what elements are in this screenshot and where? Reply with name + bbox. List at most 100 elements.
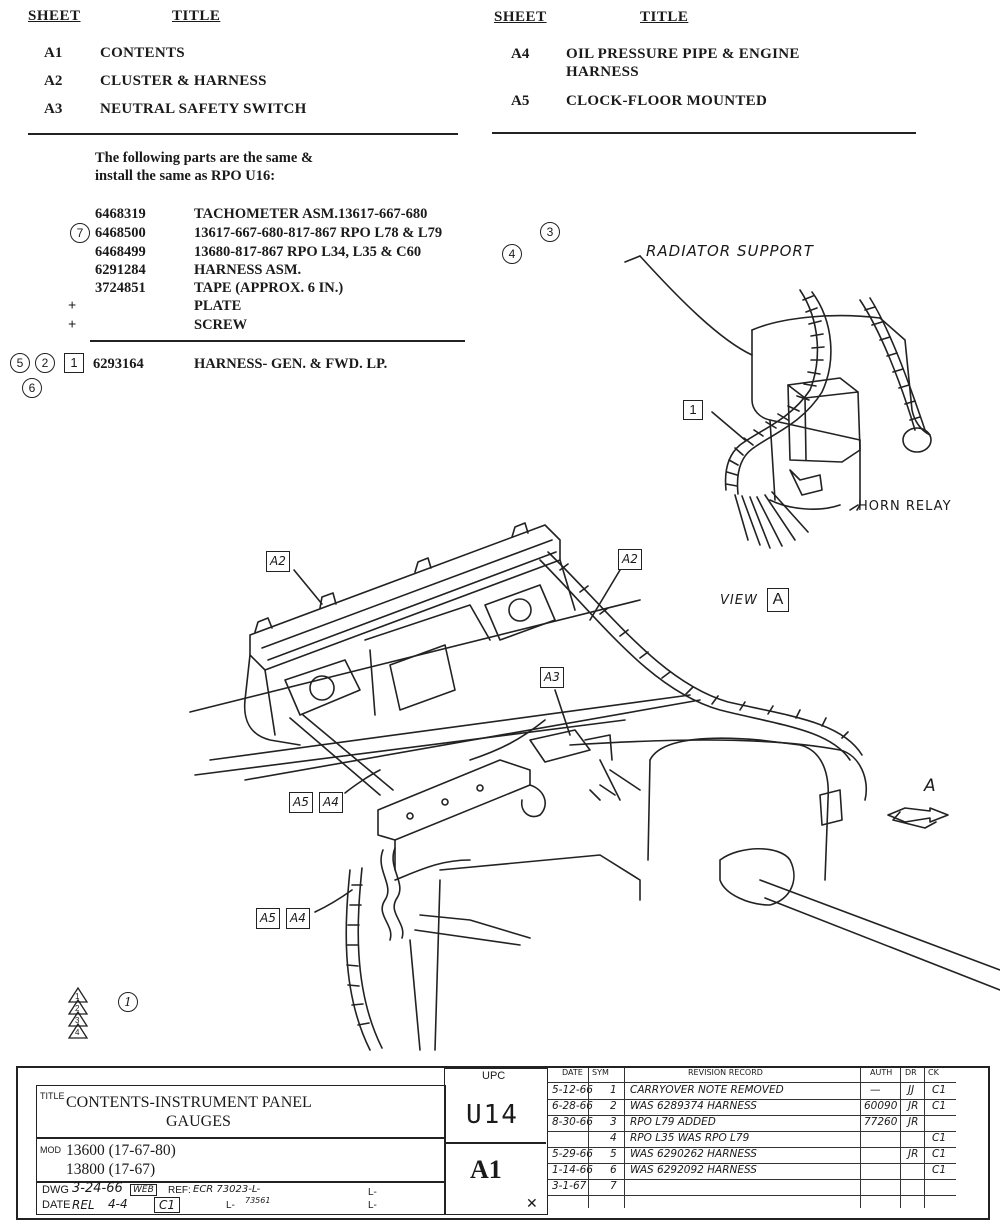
revision-row: 3-1-67 7 [548,1180,956,1196]
part-description: PLATE [194,298,242,314]
part-number: + [68,317,77,333]
part-description: HARNESS ASM. [194,262,302,278]
rev-col-divider [624,1068,625,1208]
legend-triangle-label: 3 [75,1016,80,1025]
revision-marker-circle: 6 [22,378,42,398]
rev-col-divider [588,1068,589,1208]
ref-l-field: L- [368,1187,377,1198]
rev-header-auth: AUTH [870,1068,893,1077]
steering-column [647,737,1000,991]
part-description: 13617-667-680-817-867 RPO L78 & L79 [194,225,443,241]
part-number: 3724851 [95,280,146,296]
neutral-switch-area [529,729,641,801]
cross-mark: ✕ [526,1197,538,1212]
clock-bracket [345,759,641,1051]
contents-title-a4: OIL PRESSURE PIPE & ENGINE [566,46,800,62]
rel-c: C1 [154,1197,181,1213]
ref-l-field: L- [368,1200,377,1211]
legend-triangle-label: 1 [75,992,80,1001]
sheet-header-right: SHEET [494,9,547,25]
radiator-support-label: RADIATOR SUPPORT [646,242,814,260]
title-header-left: TITLE [172,8,221,24]
part-description: SCREW [194,317,248,333]
part-number: 6468499 [95,244,146,260]
part-number: 6293164 [93,356,144,372]
instrument-cluster [243,522,576,746]
dwg-date: 3-24-66 [72,1181,123,1196]
view-letter-box: A [767,588,789,612]
main-harness [469,551,867,801]
model-side-label: MOD [40,1145,61,1155]
contents-title-a5: CLOCK-FLOOR MOUNTED [566,93,768,109]
contents-title-a4-line2: HARNESS [566,64,639,80]
part-number: 6468500 [95,225,146,241]
upc-code: U14 [466,1100,519,1130]
rel-label: REL [72,1198,95,1212]
revision-marker-circle: 3 [540,222,560,242]
part-description: HARNESS- GEN. & FWD. LP. [194,356,388,372]
note-line-2: install the same as RPO U16: [95,168,276,184]
contents-title-a2: CLUSTER & HARNESS [100,73,267,89]
item-callout-square: 1 [683,400,703,420]
title-block [16,1066,990,1220]
ref-value-2: 73561 [245,1196,271,1205]
legend-triangles [67,986,89,1039]
view-label: VIEW [720,593,758,608]
part-number: 6468319 [95,206,146,222]
part-number: 6291284 [95,262,146,278]
drawing-title-line-1: CONTENTS-INSTRUMENT PANEL [66,1094,312,1111]
rev-header-ck: CK [928,1068,939,1077]
dwg-label: DWG [42,1184,69,1196]
contents-sheet-a4: A4 [511,46,530,62]
sheet-code: A1 [470,1155,502,1184]
legend-circle: 1 [118,992,138,1012]
revision-row: 5-12-66 1 CARRYOVER NOTE REMOVED — JJ C1 [548,1084,956,1100]
title-side-label: TITLE [40,1091,65,1101]
contents-rule-left [28,133,458,135]
view-a-arrow [887,807,949,823]
upc-cell [444,1068,548,1215]
ref-value: ECR 73023-L- [193,1184,261,1195]
contents-rule-right [492,132,916,134]
revision-row: 6-28-66 2 WAS 6289374 HARNESS 60090 JR C… [548,1100,956,1116]
callout-leaders [293,411,859,913]
model-cell [36,1137,446,1183]
contents-title-a3: NEUTRAL SAFETY SWITCH [100,101,307,117]
sheet-tag-a2: A2 [618,549,642,570]
revision-row: 1-14-66 6 WAS 6292092 HARNESS C1 [548,1164,956,1180]
rev-header-dr: DR [905,1068,917,1077]
revision-header-row: DATE SYM REVISION RECORD AUTH DR CK [548,1068,956,1083]
revision-row: 4 RPO L35 WAS RPO L79 C1 [548,1132,956,1148]
note-line-1: The following parts are the same & [95,150,314,166]
revision-record: DATE SYM REVISION RECORD AUTH DR CK 5-12… [548,1068,960,1213]
part-description: TACHOMETER ASM.13617-667-680 [194,206,428,222]
horn-relay-label: HORN RELAY [858,499,952,514]
revision-marker-circle: 4 [502,244,522,264]
sheet-tag-a4: A4 [319,792,343,813]
model-line-1: 13600 (17-67-80) [66,1142,176,1159]
revision-marker-circle: 7 [70,223,90,243]
part-description: TAPE (APPROX. 6 IN.) [194,280,344,296]
rel-date: 4-4 [108,1197,128,1211]
sheet-tag-a3: A3 [540,667,564,688]
legend-triangle-label: 2 [75,1004,80,1013]
title-cell [36,1085,446,1139]
ref-l-field: L- [226,1200,235,1211]
sheet-tag-a4: A4 [286,908,310,929]
legend-triangle-label: 4 [75,1028,80,1037]
contents-sheet-a2: A2 [44,73,63,89]
revision-row: 5-29-66 5 WAS 6290262 HARNESS JR C1 [548,1148,956,1164]
contents-title-a1: CONTENTS [100,45,185,61]
title-header-right: TITLE [640,9,689,25]
rev-header-record: REVISION RECORD [688,1068,763,1077]
sheet-tag-a5: A5 [289,792,313,813]
revision-marker-circle: 5 [10,353,30,373]
sheet-tag-a2: A2 [266,551,290,572]
rev-col-divider [860,1068,861,1208]
upc-divider [446,1142,546,1144]
rev-col-divider [900,1068,901,1208]
rev-col-divider [924,1068,925,1208]
revision-marker-circle: 2 [35,353,55,373]
dwg-cell [36,1181,446,1215]
